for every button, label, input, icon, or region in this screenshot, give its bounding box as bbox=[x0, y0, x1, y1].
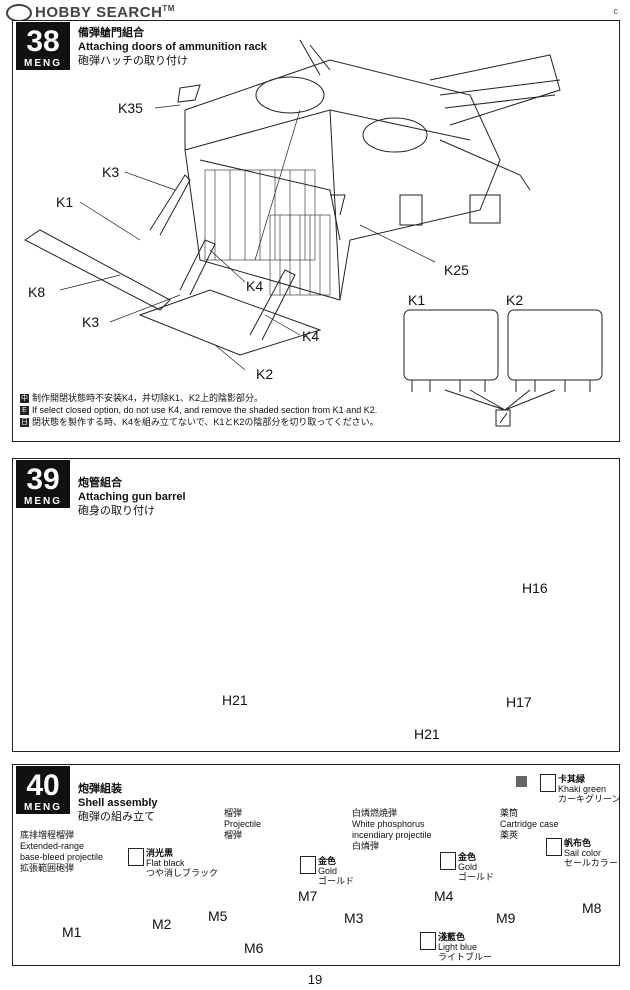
part-m4-label: M4 bbox=[434, 888, 454, 904]
part-m9-label: M9 bbox=[496, 910, 516, 926]
paint-brush-icon bbox=[540, 774, 556, 792]
copyright-mark: c bbox=[613, 6, 619, 16]
group-base-bleed: 底排増程榴弾 Extended-range base-bleed project… bbox=[20, 830, 104, 873]
paint-brush-icon bbox=[128, 848, 144, 866]
khaki-green-swatch bbox=[516, 776, 527, 787]
part-m7-label: M7 bbox=[298, 888, 318, 904]
detail-k2-label: K2 bbox=[506, 292, 524, 308]
paint-brush-icon bbox=[546, 838, 562, 856]
part-h16-label: H16 bbox=[522, 580, 548, 596]
note-cn-icon: 中 bbox=[20, 394, 29, 404]
group-projectile: 榴弾 Projectile 榴弾 bbox=[224, 808, 262, 840]
paint-flat-black: 消光黒 Flat black つや消しブラック bbox=[146, 848, 219, 878]
step-38-badge: 38 MENG bbox=[16, 22, 70, 70]
paint-sail-color: 帆布色 Sail color セールカラー bbox=[564, 838, 618, 868]
step-38-hull-drawing bbox=[24, 39, 561, 356]
step-40-title: 炮弾組装 Shell assembly 砲弾の組み立て bbox=[78, 783, 158, 823]
note-jp-icon: 日 bbox=[20, 418, 29, 428]
step-39-title: 炮管組合 Attaching gun barrel 砲身の取り付け bbox=[78, 477, 186, 517]
step-38-door-detail bbox=[403, 309, 603, 427]
part-h21-lower-label: H21 bbox=[414, 726, 440, 742]
part-k1-label: K1 bbox=[56, 194, 74, 210]
part-k3-label: K3 bbox=[102, 164, 120, 180]
part-h17-label: H17 bbox=[506, 694, 532, 710]
paint-khaki-green: 卡其緑 Khaki green カーキグリーン bbox=[558, 774, 621, 804]
part-m1-label: M1 bbox=[62, 924, 82, 940]
part-m8-label: M8 bbox=[582, 900, 602, 916]
group-white-phosphorus: 白燐燃焼弾 White phosphorus incendiary projec… bbox=[352, 808, 432, 851]
paint-gold-2: 金色 Gold ゴールド bbox=[458, 852, 495, 882]
part-k4-label: K4 bbox=[246, 278, 264, 294]
step-40-panel bbox=[12, 764, 620, 966]
step-38-title: 備弾艙門組合 Attaching doors of ammunition rac… bbox=[78, 27, 267, 67]
group-cartridge-case: 薬筒 Cartridge case 薬莢 bbox=[500, 808, 559, 840]
paint-gold-1: 金色 Gold ゴールド bbox=[318, 856, 355, 886]
part-h21-label: H21 bbox=[222, 692, 248, 708]
step-39-panel bbox=[12, 458, 620, 752]
step-38-panel bbox=[12, 20, 620, 442]
step-40-badge: 40 MENG bbox=[16, 766, 70, 814]
part-k35-label: K35 bbox=[118, 100, 143, 116]
step-38-leaders bbox=[59, 104, 436, 371]
paint-brush-icon bbox=[420, 932, 436, 950]
part-k3-lower-label: K3 bbox=[82, 314, 100, 330]
step-39-badge: 39 MENG bbox=[16, 460, 70, 508]
part-k25-label: K25 bbox=[444, 262, 469, 278]
part-m6-label: M6 bbox=[244, 940, 264, 956]
part-m2-label: M2 bbox=[152, 916, 172, 932]
part-k2-label: K2 bbox=[256, 366, 274, 382]
part-k8-label: K8 bbox=[28, 284, 46, 300]
paint-light-blue: 淺藍色 Light blue ライトブルー bbox=[438, 932, 493, 962]
part-k4-lower-label: K4 bbox=[302, 328, 320, 344]
paint-brush-icon bbox=[300, 856, 316, 874]
part-m5-label: M5 bbox=[208, 908, 228, 924]
detail-k1-label: K1 bbox=[408, 292, 426, 308]
note-en-icon: E bbox=[20, 406, 29, 416]
page-number: 19 bbox=[307, 972, 323, 987]
part-m3-label: M3 bbox=[344, 910, 364, 926]
paint-brush-icon bbox=[440, 852, 456, 870]
